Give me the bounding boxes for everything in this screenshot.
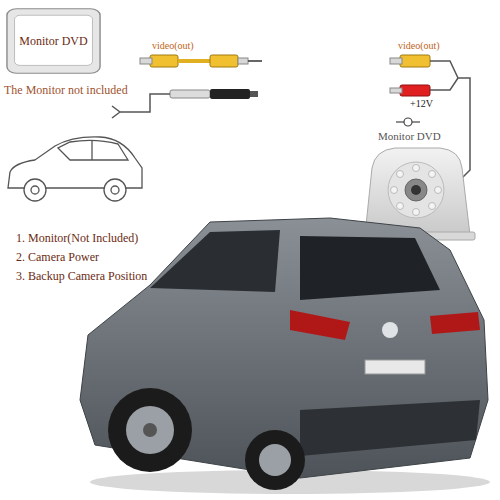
part-label: video(out): [398, 40, 440, 52]
power-cable: [112, 61, 262, 118]
part-label: Monitor DVD: [378, 130, 441, 143]
part-label: The Monitor not included: [4, 84, 128, 98]
suv-illustration: [80, 218, 490, 494]
part-label: +12V: [410, 98, 433, 110]
legend-list-item: 3. Backup Camera Position: [14, 270, 149, 284]
legend-list-item: 1. Monitor(Not Included): [14, 232, 140, 246]
part-label: video(out): [152, 40, 194, 52]
video-cable-left: [140, 55, 248, 67]
monitor-box: Monitor DVD: [6, 8, 101, 74]
car-sketch: [8, 137, 142, 201]
legend-list-item: 2. Camera Power: [14, 251, 101, 265]
monitor-label: Monitor DVD: [19, 34, 87, 49]
